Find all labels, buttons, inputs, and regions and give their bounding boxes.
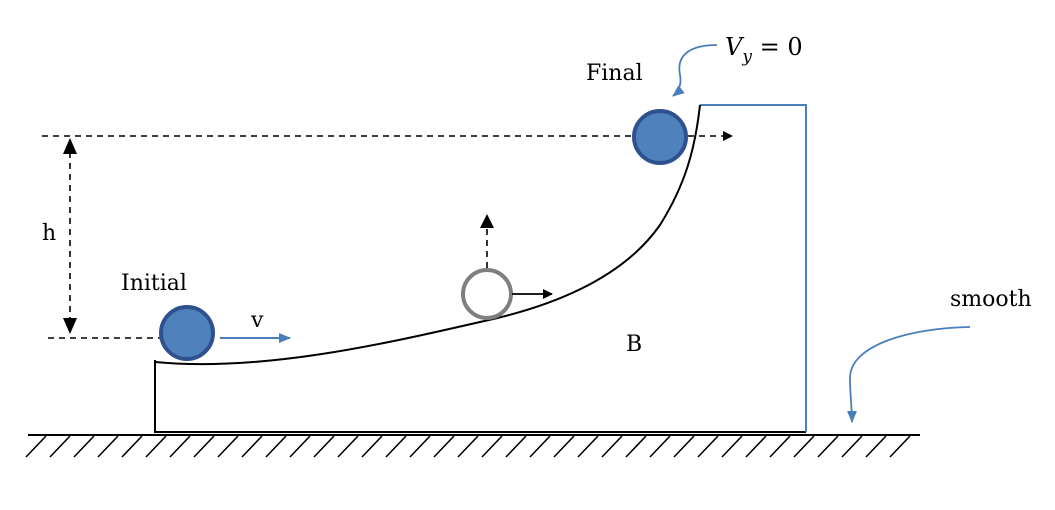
hatch-mark bbox=[793, 435, 815, 458]
hatch-mark bbox=[49, 435, 71, 458]
hatch-mark bbox=[889, 435, 911, 458]
hatch-mark bbox=[553, 435, 575, 458]
hatch-mark bbox=[577, 435, 599, 458]
hatch-mark bbox=[697, 435, 719, 458]
ground bbox=[25, 434, 920, 458]
height-label: h bbox=[42, 221, 56, 246]
hatch-mark bbox=[721, 435, 743, 458]
hatch-mark bbox=[769, 435, 791, 458]
hatch-mark bbox=[169, 435, 191, 458]
hatch-mark bbox=[505, 435, 527, 458]
hatch-mark bbox=[265, 435, 287, 458]
height-arrow bbox=[63, 138, 77, 334]
hatch-mark bbox=[73, 435, 95, 458]
vy-sub: y bbox=[741, 47, 752, 67]
hollow-ball-vertical-arrowhead bbox=[480, 214, 494, 228]
ground-hatching bbox=[25, 435, 911, 458]
hatch-mark bbox=[625, 435, 647, 458]
hatch-mark bbox=[649, 435, 671, 458]
vy-var: V bbox=[725, 33, 745, 61]
smooth-label: smooth bbox=[950, 287, 1032, 312]
hatch-mark bbox=[529, 435, 551, 458]
velocity-label: v bbox=[250, 308, 264, 333]
hatch-mark bbox=[337, 435, 359, 458]
vy-label: Vy = 0 bbox=[725, 33, 803, 67]
hatch-mark bbox=[313, 435, 335, 458]
hatch-mark bbox=[745, 435, 767, 458]
hatch-mark bbox=[865, 435, 887, 458]
hatch-mark bbox=[433, 435, 455, 458]
final-label: Final bbox=[586, 61, 643, 86]
hatch-mark bbox=[841, 435, 863, 458]
hatch-mark bbox=[193, 435, 215, 458]
hatch-mark bbox=[673, 435, 695, 458]
block-b-edge bbox=[700, 104, 807, 432]
hatch-mark bbox=[457, 435, 479, 458]
initial-ball bbox=[159, 305, 215, 361]
hatch-mark bbox=[385, 435, 407, 458]
final-ball bbox=[632, 109, 688, 165]
smooth-pointer-arrow bbox=[846, 326, 971, 423]
curved-track bbox=[154, 104, 701, 366]
hatch-mark bbox=[25, 435, 47, 458]
hatch-mark bbox=[217, 435, 239, 458]
hatch-mark bbox=[409, 435, 431, 458]
hatch-mark bbox=[817, 435, 839, 458]
vy-pointer-arrow bbox=[672, 44, 718, 97]
hatch-mark bbox=[145, 435, 167, 458]
block-b-outline bbox=[154, 360, 806, 433]
block-label: B bbox=[626, 332, 642, 357]
hatch-mark bbox=[289, 435, 311, 458]
hollow-ball bbox=[461, 268, 513, 320]
hatch-mark bbox=[121, 435, 143, 458]
vy-rest: = 0 bbox=[752, 33, 803, 61]
hatch-mark bbox=[601, 435, 623, 458]
hatch-mark bbox=[481, 435, 503, 458]
initial-label: Initial bbox=[121, 271, 187, 296]
hatch-mark bbox=[361, 435, 383, 458]
hatch-mark bbox=[241, 435, 263, 458]
hatch-mark bbox=[97, 435, 119, 458]
